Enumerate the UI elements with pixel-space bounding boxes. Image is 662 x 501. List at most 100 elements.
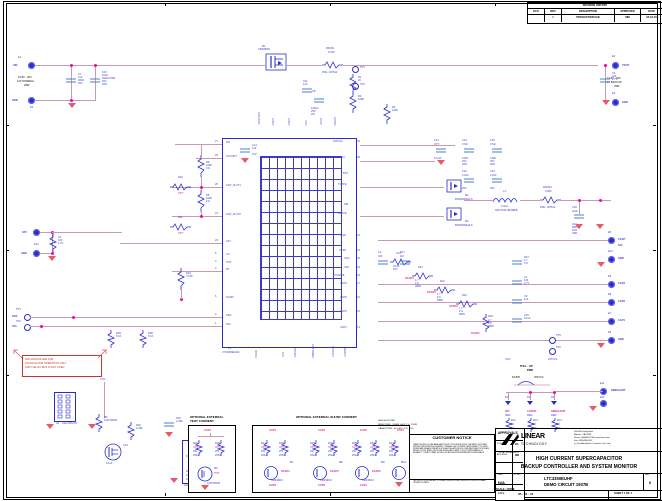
comp-r12-val: 1K xyxy=(511,423,515,426)
ic-pinnum-27: 27 xyxy=(215,140,218,143)
junction xyxy=(180,298,183,301)
shunt-ch3-gate: SCAP2 xyxy=(372,470,381,473)
revision-col-appr: APPROVED xyxy=(615,9,641,15)
ground-symbol xyxy=(597,343,605,348)
testpoint-scl[interactable] xyxy=(24,324,31,331)
testpoint-tp5[interactable] xyxy=(549,337,556,344)
terminal-e14-gnd[interactable] xyxy=(33,250,40,257)
standalone-note-l2: STAND-ALONE OPERATION ONLY xyxy=(25,362,67,365)
ic-pin-capslct1: CAP_SLCT1 xyxy=(226,184,241,187)
comp-c20-val: 47uF xyxy=(490,143,496,146)
wire-d4-leg xyxy=(554,392,555,400)
comp-r19-val: 5.1K xyxy=(116,335,122,338)
comp-c21-p1: 6.3.0A xyxy=(434,157,442,160)
net-scap1: SCAP1 xyxy=(471,332,480,335)
ic-pinnum-4: 4 xyxy=(215,260,217,263)
comp-c4-ref: C1 xyxy=(524,276,528,279)
ic-pin-sgnd: SGND xyxy=(226,296,234,299)
testpoint-tp1[interactable] xyxy=(352,66,359,73)
comp-d3-net: CAPGD xyxy=(527,410,537,413)
wire-r23-bot xyxy=(181,290,182,299)
date-value: 05 - 04 - 15 xyxy=(518,492,534,496)
ic-pin-cfp: CFP xyxy=(344,266,350,269)
terminal-e1-vin[interactable] xyxy=(28,62,35,69)
junction xyxy=(200,186,203,189)
comp-c23-ref: C23 xyxy=(490,170,495,173)
terminal-e2-gnd[interactable] xyxy=(28,97,35,104)
approvals-vdiv xyxy=(512,440,513,484)
comp-r4-val: 102K xyxy=(392,109,399,112)
icno-cell xyxy=(512,473,644,490)
terminal-e9-cap3[interactable] xyxy=(608,281,615,288)
net-scap2: SCAP2 xyxy=(449,305,458,308)
comp-c8-ref: C8 xyxy=(312,90,316,93)
pullup-note-2: PWR xyxy=(527,369,534,372)
terminal-e4-gnd[interactable] xyxy=(612,99,619,106)
terminal-e13-gpi[interactable] xyxy=(33,229,40,236)
comp-r20-val: 5.1K xyxy=(148,335,154,338)
comp-r33-val: OPT xyxy=(310,446,316,449)
comp-r9-tol: 1% xyxy=(206,167,210,170)
terminal-e3-label: VOUT xyxy=(622,64,630,67)
revision-cell-date: 05-04-15 xyxy=(646,15,657,19)
comp-r17-val: 10F xyxy=(58,239,63,242)
shunt-ch1-gate: SCAP4 xyxy=(281,470,290,473)
testpoint-tp2-label: TP2 xyxy=(360,83,365,86)
comp-c7-volt: 25V xyxy=(78,82,83,85)
comp-c23-val: 2.2uF xyxy=(490,174,497,177)
comp-r27-pkg: 0805 xyxy=(488,325,494,328)
ic-pin-cap4: CAP4 xyxy=(340,282,347,285)
wire-sw-l1 xyxy=(464,200,494,201)
comp-r33-p1: 2W xyxy=(310,450,314,453)
comp-c21-ref: C21 xyxy=(434,139,439,142)
comp-c20-p1: 1206 xyxy=(490,157,496,160)
comp-c22-val: 2.2uF xyxy=(462,174,469,177)
shunt-ch1-top: CAP4 xyxy=(269,429,276,432)
terminal-e3-vout[interactable] xyxy=(612,62,619,69)
resistor-r1 xyxy=(349,74,357,94)
resistor-r39 xyxy=(126,422,136,440)
comp-m5-ref: C13 xyxy=(123,444,128,447)
resistor-r3 xyxy=(349,93,357,113)
capacitor-c7 xyxy=(66,78,76,83)
capacitor-c15 xyxy=(90,78,100,83)
comp-rsnsc-val: 0.004 xyxy=(545,190,552,193)
testpoint-tp6[interactable] xyxy=(549,348,556,355)
jumper-pullup[interactable] xyxy=(512,380,552,388)
title-block: LINEAR TECHNOLOGY 1630 McCarthy Blvd. Mi… xyxy=(495,428,662,501)
terminal-e12[interactable] xyxy=(600,400,607,407)
ground-symbol xyxy=(437,160,445,165)
zone-tick-bottom-1 xyxy=(165,493,166,496)
terminal-e11-smbalert[interactable] xyxy=(600,388,607,395)
comp-c26-p3: 10% xyxy=(572,229,578,232)
comp-r14-val: 1K xyxy=(557,423,561,426)
ic-pinnum-19: 19 xyxy=(357,266,360,269)
wire-l1-rsnsc xyxy=(520,200,540,201)
comp-r30-p1: 2W xyxy=(279,450,283,453)
comp-c26-p1: 16V xyxy=(572,223,577,226)
ic-pin-intvcc: INTVCC xyxy=(333,140,343,143)
capacitor-c18 xyxy=(400,260,410,265)
resistor-r4 xyxy=(383,104,391,124)
terminal-e8-cap2[interactable] xyxy=(608,299,615,306)
terminal-e7-cap1[interactable] xyxy=(608,318,615,325)
connector-j1[interactable] xyxy=(54,392,76,422)
note-arrow-left xyxy=(13,349,23,359)
comp-r21-val: 0.1uF xyxy=(393,265,400,268)
wire-e14 xyxy=(40,253,53,254)
comp-m7-ref: M7 xyxy=(290,461,294,464)
terminal-e10-gnd[interactable] xyxy=(608,256,615,263)
wire-pin-capslct1 xyxy=(172,187,222,188)
capacitor-c22 xyxy=(464,178,474,183)
ic-u1-ltc3350[interactable] xyxy=(222,138,357,348)
ic-pin-voutsns: VOUTSNS xyxy=(258,112,261,125)
ic-body-grid xyxy=(260,156,342,320)
net-vcc-label: VCC xyxy=(100,378,106,381)
ic-pin-cap2: CAP2 xyxy=(340,310,347,313)
terminal-e5-vcap[interactable] xyxy=(608,237,615,244)
mosfet-m2 xyxy=(446,179,462,193)
terminal-e6-gnd[interactable] xyxy=(608,337,615,344)
resistor-r13 xyxy=(526,418,536,432)
resistor-r11 xyxy=(170,223,191,231)
ground-symbol xyxy=(597,262,605,267)
